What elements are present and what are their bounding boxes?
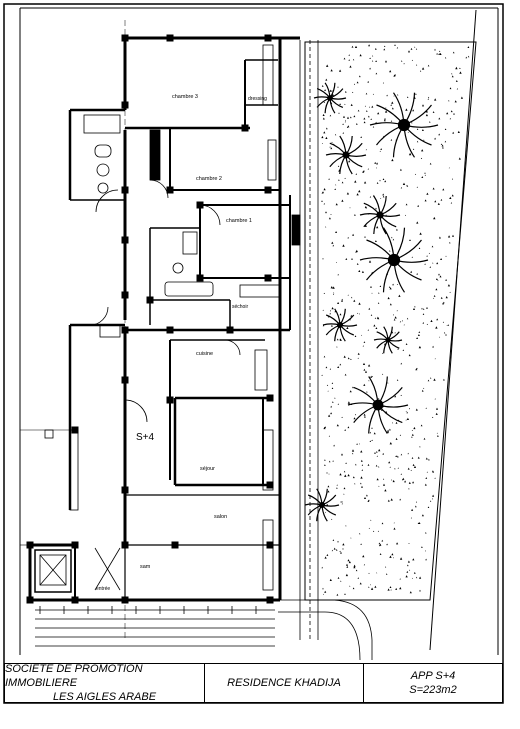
title-block-company: SOCIETE DE PROMOTION IMMOBILIERE LES AIG… (5, 663, 205, 703)
title-block-apartment: APP S+4 S=223m2 (364, 664, 502, 702)
garden (304, 9, 477, 651)
apartment-label: S+4 (136, 432, 155, 443)
room-label-sam: sam (140, 564, 151, 570)
title-block: SOCIETE DE PROMOTION IMMOBILIERE LES AIG… (4, 663, 503, 703)
apartment-surface: S=223m2 (409, 684, 457, 696)
company-name-line2: LES AIGLES ARABE (52, 691, 157, 703)
garden-plants (304, 82, 439, 522)
title-block-residence: RESIDENCE KHADIJA (205, 664, 364, 702)
room-label-chambre2: chambre 2 (196, 176, 222, 182)
room-label-chambre3: chambre 3 (172, 94, 198, 100)
room-label-sejour: séjour (200, 466, 215, 472)
walls (20, 20, 300, 640)
company-name-line1: SOCIETE DE PROMOTION IMMOBILIERE (5, 663, 143, 689)
fixtures (34, 44, 301, 593)
room-label-dressing: dressing (248, 96, 267, 102)
room-labels: chambre 3 dressing chambre 2 chambre 1 s… (96, 94, 267, 592)
walkway (278, 40, 373, 661)
drawing-frame (3, 3, 504, 704)
room-label-salon: salon (214, 514, 227, 520)
entrance-steps (35, 606, 275, 647)
room-label-entree: entrée (96, 586, 110, 592)
residence-name: RESIDENCE KHADIJA (227, 677, 341, 689)
structural-columns (26, 34, 274, 604)
apartment-type: APP S+4 (410, 670, 456, 682)
room-label-cuisine: cuisine (196, 351, 213, 357)
room-label-chambre1: chambre 1 (226, 218, 252, 224)
room-label-sechoir: séchoir (232, 304, 248, 310)
